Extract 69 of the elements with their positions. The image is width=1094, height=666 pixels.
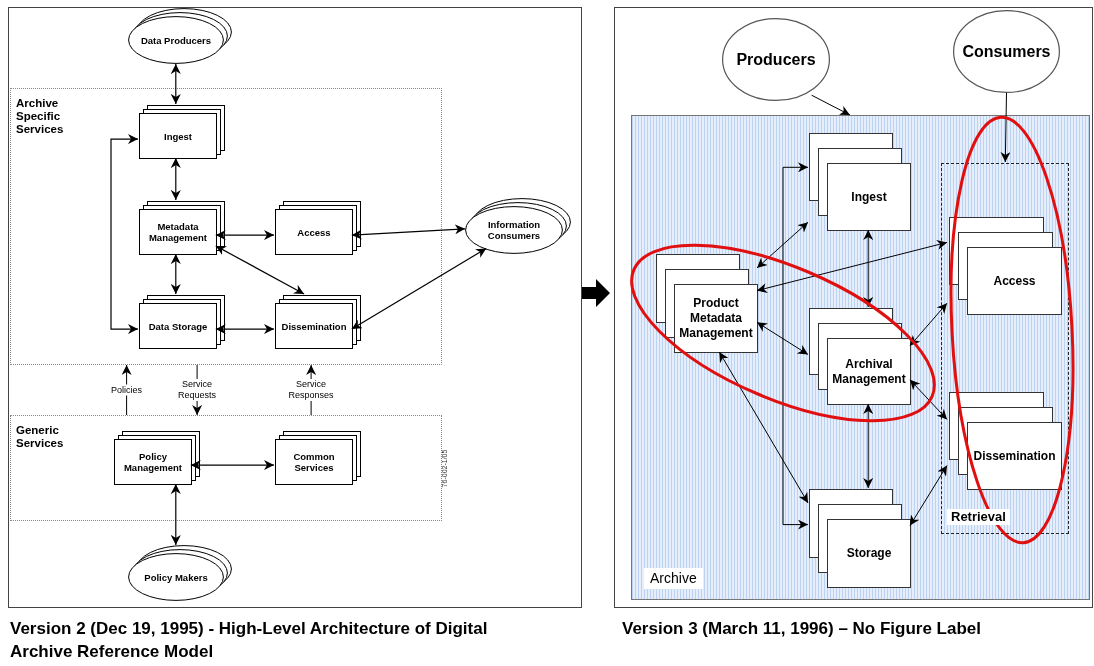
node-label: Dissemination bbox=[973, 448, 1056, 464]
node-label: Archive bbox=[644, 567, 703, 589]
node-label: Retrieval bbox=[947, 508, 1010, 525]
stacked-box bbox=[139, 295, 225, 349]
connector-arrow bbox=[909, 379, 948, 420]
stacked-box bbox=[949, 392, 1062, 490]
stacked-box bbox=[809, 133, 911, 231]
actor-ellipse bbox=[465, 198, 571, 254]
service-group bbox=[10, 88, 442, 365]
node-label: Dissemination bbox=[281, 320, 347, 332]
connector-arrow bbox=[170, 483, 181, 546]
connector-arrow bbox=[1000, 92, 1011, 163]
connector-arrow bbox=[756, 321, 809, 355]
node-label: Ingest bbox=[164, 130, 192, 142]
node-label: Data Producers bbox=[140, 34, 212, 46]
actor-ellipse bbox=[128, 545, 232, 601]
connector-arrow bbox=[351, 247, 487, 330]
node-label: Policy Makers bbox=[144, 571, 208, 583]
stacked-box bbox=[275, 201, 361, 255]
stacked-box bbox=[139, 105, 225, 159]
stacked-box bbox=[139, 201, 225, 255]
retrieval-group bbox=[941, 163, 1069, 534]
connector-arrow bbox=[811, 94, 851, 116]
actor-ellipse bbox=[953, 10, 1060, 93]
node-label: Access bbox=[297, 226, 331, 238]
actor-ellipse bbox=[722, 18, 830, 101]
node-label: Data Storage bbox=[148, 320, 208, 332]
service-group bbox=[10, 415, 442, 521]
archive-area bbox=[631, 115, 1090, 600]
node-label: Access bbox=[993, 273, 1036, 289]
connector-arrow bbox=[215, 324, 275, 335]
node-label: Metadata Management bbox=[147, 221, 209, 243]
connector-arrow bbox=[110, 134, 139, 335]
actor-ellipse bbox=[128, 8, 232, 64]
connector-arrow bbox=[190, 460, 275, 471]
connector-arrow bbox=[351, 224, 466, 240]
connector-arrow bbox=[756, 240, 948, 293]
figure-caption: Version 2 (Dec 19, 1995) - High-Level Architecture of Digital Archive Reference Model bbox=[10, 618, 489, 663]
figure-caption: Version 3 (March 11, 1996) – No Figure Label bbox=[622, 618, 982, 640]
node-label: Archive Specific Services bbox=[16, 97, 65, 136]
connector-arrow bbox=[863, 403, 874, 489]
connector-arrow bbox=[909, 302, 948, 347]
node-label: Storage bbox=[846, 546, 892, 561]
stacked-box bbox=[656, 254, 758, 353]
node-label: Generic Services bbox=[16, 424, 65, 450]
connector-arrow bbox=[170, 253, 181, 295]
node-label: Consumers bbox=[962, 41, 1051, 62]
connector-arrow bbox=[215, 245, 305, 295]
connector-arrow bbox=[718, 351, 809, 504]
connector-arrow bbox=[215, 230, 275, 241]
stacked-box bbox=[275, 431, 361, 485]
node-label: Common Services bbox=[292, 451, 336, 473]
node-label: Information Consumers bbox=[486, 219, 542, 241]
connector-arrow bbox=[909, 465, 948, 527]
node-label: Product Metadata Management bbox=[678, 296, 754, 341]
connector-arrow bbox=[170, 63, 181, 105]
stacked-box bbox=[949, 217, 1062, 315]
stacked-box bbox=[809, 308, 911, 405]
connector-arrow bbox=[756, 221, 809, 269]
node-label: Producers bbox=[736, 49, 816, 70]
stacked-box bbox=[275, 295, 361, 349]
node-label: Ingest bbox=[851, 189, 887, 205]
connector-arrow bbox=[782, 162, 809, 530]
stacked-box bbox=[809, 489, 911, 588]
stacked-box bbox=[114, 431, 200, 485]
node-label: Archival Management bbox=[831, 356, 907, 387]
connector-arrow bbox=[863, 229, 874, 308]
node-label: Policy Management bbox=[122, 451, 184, 473]
connector-arrow bbox=[170, 157, 181, 201]
